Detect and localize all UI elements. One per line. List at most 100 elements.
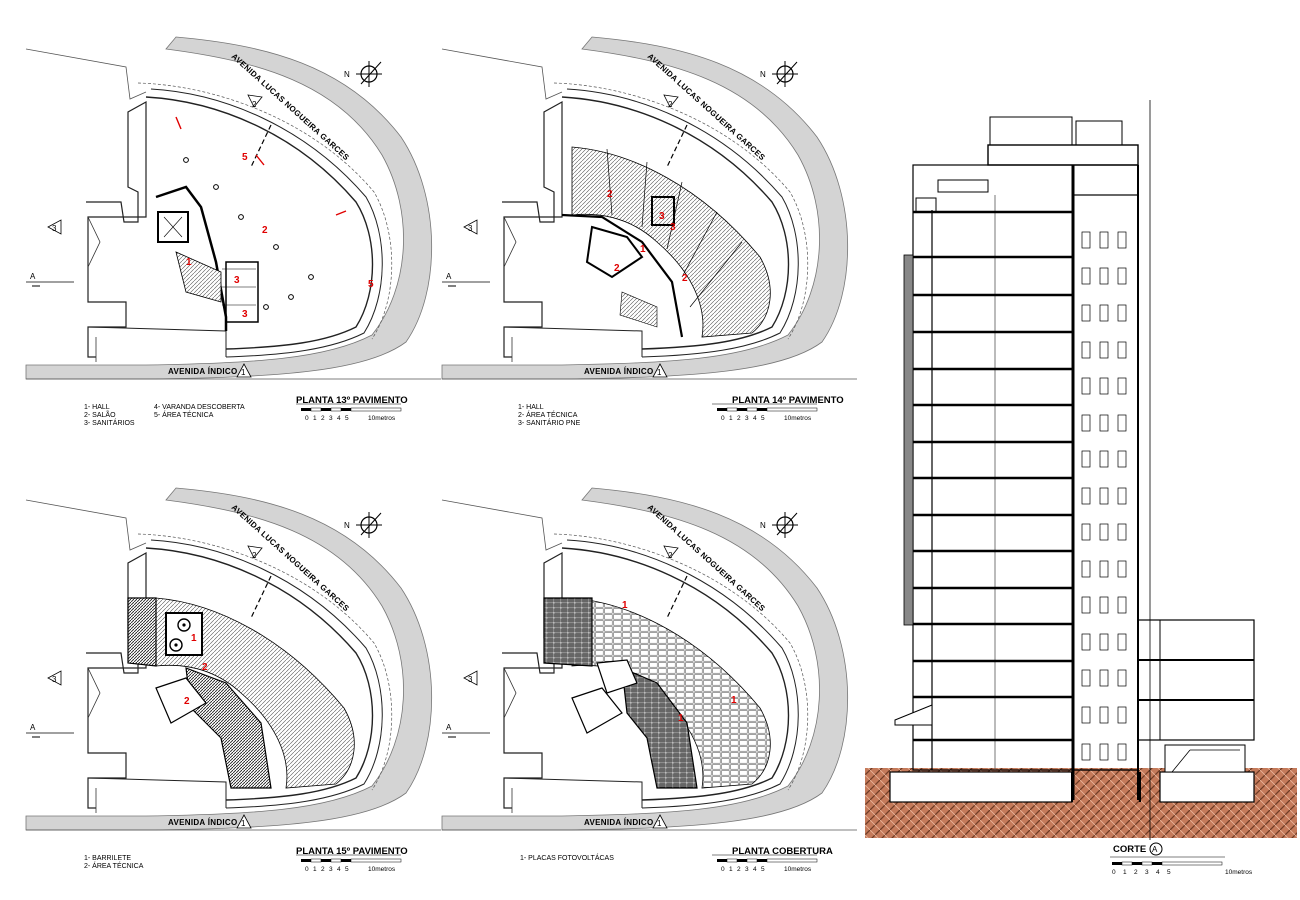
room-number: 1 <box>678 713 684 724</box>
room-number: 1 <box>186 257 192 268</box>
scale-tick: 0 <box>721 415 725 422</box>
room-number: 2 <box>262 225 268 236</box>
room-number: 1 <box>622 600 628 611</box>
plan-title: PLANTA 15º PAVIMENTO <box>296 846 408 857</box>
scale-tick: 2 <box>1134 869 1138 876</box>
street-label-south: AVENIDA ÍNDICO <box>168 367 238 376</box>
plan-roof: AVENIDA LUCAS NOGUEIRA GARCES AVENIDA ÍN… <box>441 487 858 873</box>
scale-tick: 1 <box>1123 869 1127 876</box>
scale-tick: 3 <box>1145 869 1149 876</box>
scale-tick: 0 <box>305 415 309 422</box>
scale-tick: 2 <box>321 866 325 873</box>
scale-tick: 4 <box>1156 869 1160 876</box>
cut-marker: A <box>30 272 36 281</box>
legend-item: 3- SANITÁRIOS <box>84 418 135 427</box>
axis-tag: 1 <box>657 819 662 828</box>
street-label-south: AVENIDA ÍNDICO <box>168 818 238 827</box>
north-letter: N <box>760 521 766 530</box>
scale-unit: 10metros <box>784 415 812 422</box>
scale-tick: 1 <box>313 866 317 873</box>
scale-tick: 0 <box>1112 869 1116 876</box>
axis-tag: 2 <box>252 551 257 560</box>
plan-title: PLANTA 14º PAVIMENTO <box>732 395 844 406</box>
axis-tag: 3 <box>52 675 57 684</box>
room-number: 2 <box>614 263 620 274</box>
scale-tick: 1 <box>729 866 733 873</box>
axis-tag: 2 <box>252 100 257 109</box>
room-number: 2 <box>184 696 190 707</box>
legend-item: 1- HALL <box>518 404 544 411</box>
scale-tick: 0 <box>305 866 309 873</box>
room-number: 5 <box>242 152 248 163</box>
plan-title: PLANTA COBERTURA <box>732 846 833 857</box>
legend-item: 1- PLACAS FOTOVOLTÁCAS <box>520 853 614 862</box>
plan-14th-floor: AVENIDA LUCAS NOGUEIRA GARCES AVENIDA ÍN… <box>441 36 858 427</box>
axis-tag: 1 <box>241 368 246 377</box>
legend-item: 2- ÁREA TÉCNICA <box>84 861 144 870</box>
legend-item: 5- ÁREA TÉCNICA <box>154 410 214 419</box>
axis-tag: 3 <box>468 224 473 233</box>
legend-item: 2- ÁREA TÉCNICA <box>518 410 578 419</box>
scale-tick: 5 <box>761 866 765 873</box>
legend-item: 1- BARRILETE <box>84 855 131 862</box>
room-number: 3 <box>234 275 240 286</box>
scale-tick: 3 <box>329 415 333 422</box>
room-number: 3 <box>242 309 248 320</box>
scale-tick: 4 <box>753 415 757 422</box>
room-number: 1 <box>731 695 737 706</box>
axis-tag: 3 <box>52 224 57 233</box>
plan-15th-floor: AVENIDA LUCAS NOGUEIRA GARCES AVENIDA ÍN… <box>25 487 442 873</box>
north-letter: N <box>760 70 766 79</box>
room-number: 1 <box>191 633 197 644</box>
scale-tick: 5 <box>345 866 349 873</box>
north-letter: N <box>344 521 350 530</box>
scale-tick: 3 <box>745 866 749 873</box>
scale-tick: 0 <box>721 866 725 873</box>
axis-tag: 2 <box>668 100 673 109</box>
scale-unit: 10metros <box>784 866 812 873</box>
room-number: 2 <box>607 189 613 200</box>
scale-tick: 2 <box>321 415 325 422</box>
north-letter: N <box>344 70 350 79</box>
room-number: 2 <box>202 662 208 673</box>
legend-item: 1- HALL <box>84 404 110 411</box>
scale-tick: 5 <box>345 415 349 422</box>
scale-tick: 3 <box>329 866 333 873</box>
room-number: 3 <box>670 222 676 233</box>
scale-tick: 1 <box>729 415 733 422</box>
axis-tag: 3 <box>468 675 473 684</box>
scale-tick: 5 <box>1167 869 1171 876</box>
scale-tick: 5 <box>761 415 765 422</box>
scale-tick: 4 <box>753 866 757 873</box>
scale-tick: 2 <box>737 415 741 422</box>
room-number: 1 <box>640 244 646 255</box>
plan-title: PLANTA 13º PAVIMENTO <box>296 395 408 406</box>
section-marker: A <box>1152 845 1158 854</box>
cut-marker: A <box>446 272 452 281</box>
plan-13th-floor: AVENIDA LUCAS NOGUEIRA GARCES AVENIDA ÍN… <box>25 36 442 427</box>
scale-tick: 4 <box>337 866 341 873</box>
axis-tag: 1 <box>657 368 662 377</box>
legend-item: 4- VARANDA DESCOBERTA <box>154 404 245 411</box>
scale-tick: 1 <box>313 415 317 422</box>
section-title: CORTE <box>1113 844 1146 855</box>
axis-tag: 2 <box>668 551 673 560</box>
scale-unit: 10metros <box>368 415 396 422</box>
cut-marker: A <box>30 723 36 732</box>
axis-tag: 1 <box>241 819 246 828</box>
legend-item: 2- SALÃO <box>84 410 116 419</box>
room-number: 2 <box>682 273 688 284</box>
scale-unit: 10metros <box>1225 869 1253 876</box>
street-label-south: AVENIDA ÍNDICO <box>584 367 654 376</box>
scale-tick: 2 <box>737 866 741 873</box>
street-label-south: AVENIDA ÍNDICO <box>584 818 654 827</box>
section-corte-a: CORTE A 0 1 2 3 4 5 10metros <box>865 100 1297 876</box>
scale-tick: 3 <box>745 415 749 422</box>
section-marker-circle <box>1149 842 1163 856</box>
scale-tick: 4 <box>337 415 341 422</box>
cut-marker: A <box>446 723 452 732</box>
room-number: 5 <box>368 279 374 290</box>
legend-item: 3- SANITÁRIO PNE <box>518 418 581 427</box>
scale-unit: 10metros <box>368 866 396 873</box>
